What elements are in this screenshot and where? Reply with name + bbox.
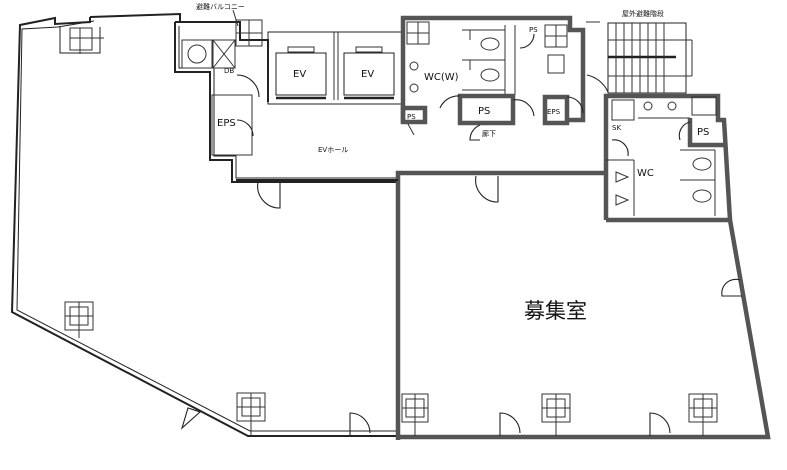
- columns: [64, 301, 718, 436]
- bottom-doors: [180, 407, 671, 436]
- corridor-label: 廊下: [482, 129, 496, 138]
- sk-label: SK: [612, 124, 621, 132]
- outdoor-stair: 屋外避難階段: [586, 9, 693, 94]
- ps-top-label: PS: [529, 26, 538, 34]
- column: [236, 392, 266, 436]
- recruit-room-label: 募集室: [524, 299, 587, 323]
- ps-right-label: PS: [697, 127, 709, 138]
- ev-hall-label: EVホール: [318, 146, 348, 154]
- wc-women-label: WC(W): [424, 72, 459, 83]
- balcony-zone: 避難バルコニー DB EPS: [174, 2, 399, 195]
- wc-men-zone: SK PS WC: [603, 93, 733, 223]
- column: [64, 301, 94, 338]
- elevator-1: [275, 52, 327, 96]
- column: [541, 393, 571, 436]
- ps-left-label: PS: [407, 113, 416, 121]
- column: [401, 393, 429, 436]
- eps-left-label: EPS: [217, 118, 236, 129]
- elevator-zone: EV EV EVホール: [267, 31, 404, 154]
- db-label: DB: [224, 67, 234, 75]
- column: [688, 393, 718, 436]
- ev1-label: EV: [293, 69, 306, 80]
- ps-center-label: PS: [478, 106, 490, 117]
- wc-women-zone: WC(W) PS PS PS EPS 廊下: [400, 15, 586, 141]
- left-room-walls: [10, 12, 400, 437]
- recruit-room: 募集室: [236, 170, 771, 440]
- eps-right-label: EPS: [547, 108, 561, 116]
- ev2-label: EV: [361, 69, 374, 80]
- wc-men-label: WC: [637, 168, 654, 179]
- outdoor-stair-label: 屋外避難階段: [622, 9, 664, 18]
- elevator-2: [343, 52, 395, 96]
- balcony-label: 避難バルコニー: [196, 2, 245, 11]
